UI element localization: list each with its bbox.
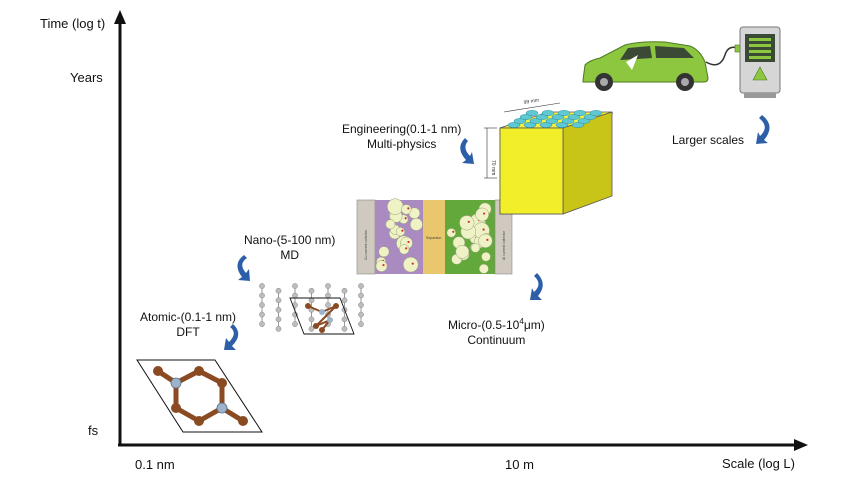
stage-atomic-line2: DFT <box>176 325 200 339</box>
stage-atomic-label: Atomic-(0.1-1 nm) DFT <box>140 310 236 340</box>
stage-micro-line1: Micro-(0.5-104μm) <box>448 317 545 332</box>
micro-cell-section: Cu current collector Separator Al curren… <box>356 198 513 275</box>
charging-station <box>739 26 781 98</box>
electric-car <box>582 41 744 91</box>
arrow-atomic <box>224 324 239 350</box>
y-axis-arrowhead <box>114 10 126 24</box>
stage-engineering-line1: Engineering(0.1-1 nm) <box>342 122 462 136</box>
arrow-nano <box>237 255 250 281</box>
separator-label: Separator <box>426 236 442 240</box>
arrow-larger <box>756 115 770 144</box>
right-collector-label: Al current collector <box>502 230 506 260</box>
stage-nano-line2: MD <box>280 248 300 262</box>
stage-larger-line1: Larger scales <box>672 133 745 147</box>
process-arrows <box>224 115 770 350</box>
battery-pack: 70 mm 99 mm <box>484 97 614 215</box>
stage-nano-label: Nano-(5-100 nm) MD <box>244 233 335 263</box>
stage-micro-label: Micro-(0.5-104μm) Continuum <box>448 314 545 348</box>
left-collector-label: Cu current collector <box>364 229 368 260</box>
stage-atomic-line1: Atomic-(0.1-1 nm) <box>140 310 237 324</box>
stage-engineering-line2: Multi-physics <box>367 137 437 151</box>
pack-height-label: 70 mm <box>490 160 496 175</box>
nano-lattice <box>259 283 364 335</box>
x-tick-10m: 10 m <box>505 457 534 472</box>
stage-larger-label: Larger scales <box>672 133 744 148</box>
y-tick-years: Years <box>70 70 103 85</box>
arrow-micro <box>530 273 543 300</box>
stage-engineering-label: Engineering(0.1-1 nm) Multi-physics <box>342 122 461 152</box>
atomic-unit-cell <box>136 359 263 433</box>
stage-nano-line1: Nano-(5-100 nm) <box>244 233 336 247</box>
stage-micro-line2: Continuum <box>467 333 526 347</box>
y-axis-title: Time (log t) <box>40 16 106 31</box>
x-tick-0-1nm: 0.1 nm <box>135 457 175 472</box>
x-axis-title: Scale (log L) <box>722 456 795 471</box>
y-tick-fs: fs <box>88 423 99 438</box>
arrow-engineering <box>460 138 474 164</box>
x-axis-arrowhead <box>794 439 808 451</box>
pack-width-label: 99 mm <box>523 97 539 106</box>
